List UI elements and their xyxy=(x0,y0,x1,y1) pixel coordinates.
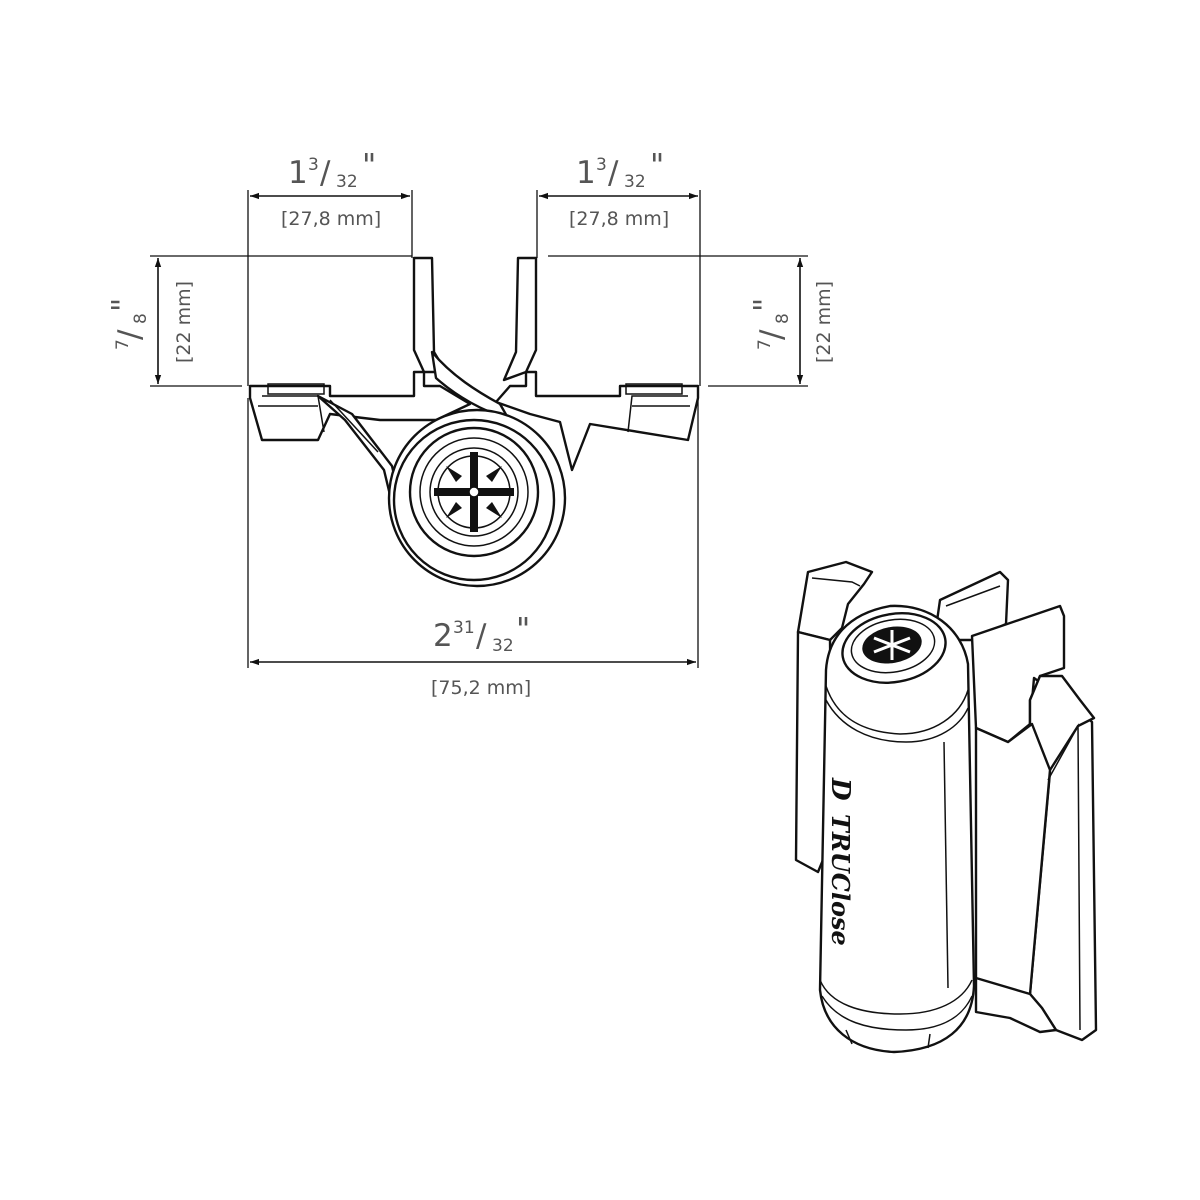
cap-logo-icon xyxy=(873,630,911,660)
dim-right-unit: " xyxy=(650,148,664,184)
left-leaf xyxy=(248,370,472,442)
dim-left-height-unit: " xyxy=(106,298,142,312)
dim-left-leaf-width: 1 3 / 32 " [27,8 mm] xyxy=(281,148,381,230)
isometric-hinge-view: D TRUClose xyxy=(794,560,1098,1054)
dim-right-leaf-width: 1 3 / 32 " [27,8 mm] xyxy=(569,148,669,230)
svg-text:/: / xyxy=(112,329,148,340)
dim-right-height-den: 8 xyxy=(773,313,793,324)
dimension-lines xyxy=(150,190,808,668)
dim-left-height-metric: [22 mm] xyxy=(173,281,195,363)
svg-text:/: / xyxy=(754,329,790,340)
dim-right-height-unit: " xyxy=(748,298,784,312)
dim-overall-whole: 2 xyxy=(433,618,453,654)
dim-right-num: 3 xyxy=(596,155,607,175)
dim-left-metric: [27,8 mm] xyxy=(281,208,381,230)
dim-right-den: 32 xyxy=(624,172,646,192)
dim-right-height-metric: [22 mm] xyxy=(813,281,835,363)
brand-name: TRUClose xyxy=(826,814,855,946)
brand-marking: D TRUClose xyxy=(825,777,855,946)
dim-right-metric: [27,8 mm] xyxy=(569,208,669,230)
dim-left-unit: " xyxy=(362,148,376,184)
dim-left-den: 32 xyxy=(336,172,358,192)
dim-right-height-num: 7 xyxy=(755,339,775,350)
dim-right-whole: 1 xyxy=(576,155,596,191)
dim-left-height-num: 7 xyxy=(113,339,133,350)
dim-right-height: 7 / 8 " xyxy=(748,298,793,350)
dim-overall-den: 32 xyxy=(492,636,514,656)
dim-left-height-den: 8 xyxy=(131,313,151,324)
dim-left-whole: 1 xyxy=(288,155,308,191)
dim-overall-unit: " xyxy=(516,612,530,648)
dim-overall-metric: [75,2 mm] xyxy=(431,677,531,699)
svg-text:/: / xyxy=(608,155,619,191)
spring-barrel xyxy=(818,604,976,1054)
dim-left-height: 7 / 8 " xyxy=(106,298,151,350)
svg-text:/: / xyxy=(476,618,487,654)
dim-left-num: 3 xyxy=(308,155,319,175)
top-view-hinge xyxy=(248,256,700,588)
dim-overall-num: 31 xyxy=(453,618,475,638)
logo-letter: D xyxy=(825,777,855,801)
svg-text:/: / xyxy=(320,155,331,191)
dim-overall-width: 2 31 / 32 " [75,2 mm] xyxy=(431,612,531,699)
